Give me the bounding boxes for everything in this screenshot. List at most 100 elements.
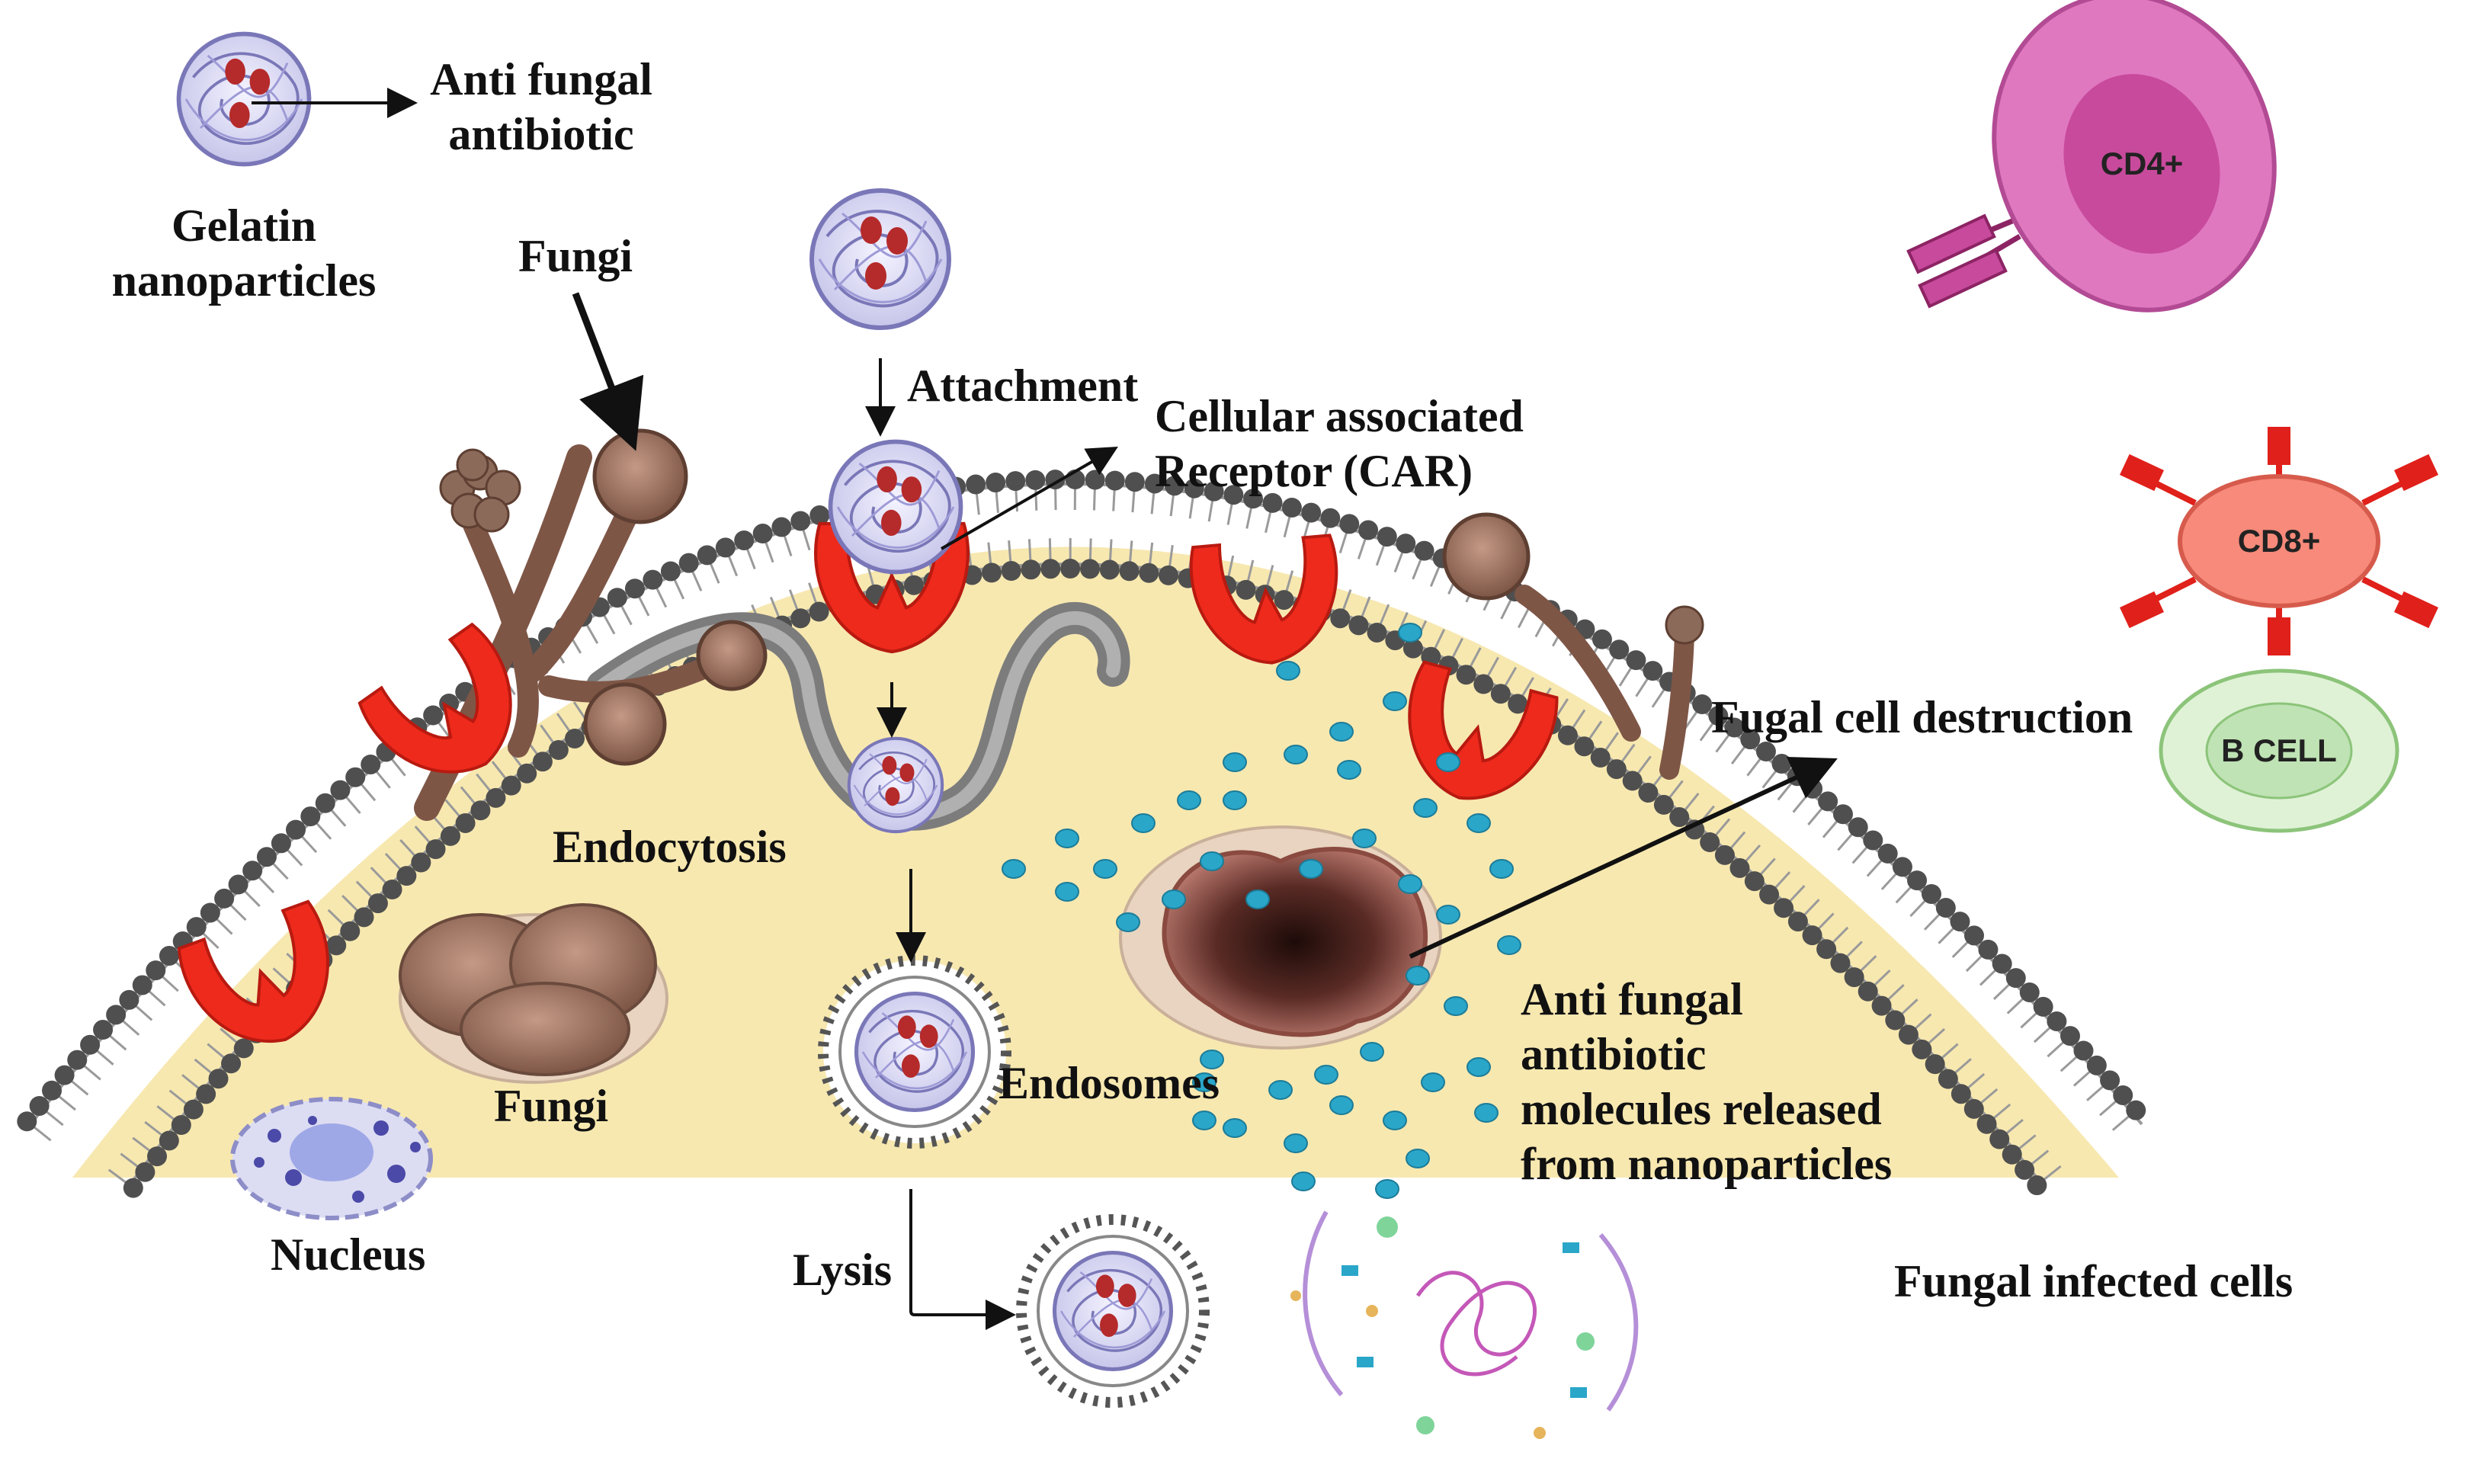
lipid-head <box>1755 741 1776 761</box>
lipid-head <box>986 473 1006 493</box>
label-car-line2: Receptor (CAR) <box>1155 446 1473 496</box>
lipid-head <box>411 852 431 873</box>
lipid-head <box>345 767 366 787</box>
lipid-head <box>17 1111 37 1132</box>
lipid-head <box>470 800 491 821</box>
lipid-head <box>106 1005 127 1025</box>
lipid-head <box>1124 472 1145 492</box>
lipid-head <box>1964 925 1985 946</box>
lipid-head <box>93 1020 114 1040</box>
lipid-head <box>2019 982 2040 1002</box>
lipid-head <box>67 1050 88 1070</box>
antibiotic-molecule <box>1093 859 1117 879</box>
antibiotic-molecule <box>1406 966 1430 986</box>
label-antifungal-antibiotic: Anti fungal antibiotic <box>419 52 663 162</box>
antibiotic-molecule <box>1466 1057 1491 1077</box>
label-fungi-bottom: Fungi <box>494 1081 609 1131</box>
lipid-head <box>809 505 830 526</box>
lipid-head <box>1802 925 1822 946</box>
lipid-head <box>1871 995 1892 1016</box>
lipid-head <box>196 1084 216 1104</box>
lipid-head <box>966 474 986 495</box>
lipid-head <box>1771 754 1792 774</box>
lipid-head <box>1377 527 1397 547</box>
lipid-head <box>2126 1100 2146 1120</box>
lipid-head <box>147 1146 168 1167</box>
lipid-head <box>643 569 663 590</box>
cd4-cell <box>1906 0 2277 313</box>
lipid-head <box>1320 508 1341 528</box>
lipid-head <box>1950 912 1970 932</box>
lipid-head <box>119 989 139 1010</box>
antibiotic-molecule <box>1291 1171 1316 1191</box>
lipid-head <box>752 524 773 544</box>
arrow-destruction <box>1409 756 1838 959</box>
arrow-fungi <box>572 292 644 451</box>
antibiotic-molecule <box>1413 798 1438 818</box>
lipid-head <box>548 739 569 760</box>
antibiotic-molecule <box>1223 1118 1247 1138</box>
lipid-head <box>1729 857 1750 878</box>
lipid-head <box>1025 470 1046 490</box>
lipid-head <box>1692 694 1713 715</box>
lipid-head <box>171 1115 191 1136</box>
label-cd8: CD8+ <box>2237 523 2321 559</box>
destroyed-fungal-cell <box>1119 825 1442 1050</box>
lipid-head <box>1236 579 1256 600</box>
lipid-head <box>2086 1055 2107 1075</box>
endosome <box>823 960 1006 1143</box>
antibiotic-molecule <box>1299 859 1323 879</box>
lipid-head <box>903 575 924 595</box>
lipid-head <box>1005 471 1026 492</box>
antibiotic-molecule <box>1268 1080 1293 1100</box>
arrow-car <box>940 446 1118 550</box>
lipid-head <box>1274 590 1294 611</box>
lipid-head <box>790 608 811 629</box>
antibiotic-molecule <box>1383 691 1407 711</box>
lipid-head <box>1921 883 1941 904</box>
lipid-head <box>159 1130 179 1151</box>
lipid-head <box>208 1069 229 1089</box>
lipid-head <box>1787 912 1808 932</box>
lipid-head <box>42 1080 63 1101</box>
label-car: Cellular associated Receptor (CAR) <box>1155 389 1524 498</box>
lipid-head <box>1912 1039 1932 1059</box>
lipid-head <box>340 921 361 941</box>
antibiotic-molecule <box>1360 1042 1384 1062</box>
lipid-head <box>146 960 166 981</box>
antibiotic-molecule <box>1436 752 1460 772</box>
lipid-head <box>1301 502 1322 523</box>
lipid-head <box>1803 778 1823 799</box>
antibiotic-molecule <box>1474 1103 1499 1123</box>
lipid-head <box>501 775 521 796</box>
lipid-head <box>1992 954 2012 974</box>
lipid-head <box>1700 832 1720 853</box>
antibiotic-molecule <box>1055 882 1079 902</box>
lipid-head <box>1669 807 1690 828</box>
label-fungal-destruction: Fugal cell destruction <box>1711 692 2133 742</box>
lipid-head <box>382 880 402 900</box>
lipid-head <box>2073 1040 2094 1061</box>
lipid-head <box>233 1038 254 1059</box>
lipid-head <box>1104 470 1125 491</box>
lipid-head <box>1144 473 1165 494</box>
antibiotic-molecule <box>1276 661 1300 681</box>
lipid-head <box>1606 759 1627 780</box>
antibiotic-molecule <box>1131 813 1156 833</box>
lipid-head <box>1590 748 1611 768</box>
lipid-head <box>2027 1175 2047 1196</box>
lipid-head <box>1574 736 1595 757</box>
lipid-head <box>1976 1114 1997 1134</box>
lipid-head <box>1557 725 1578 745</box>
lipid-head <box>214 888 235 909</box>
cd8-cell <box>2120 427 2438 655</box>
label-gelatin-nanoparticles: Gelatin nanoparticles <box>99 198 389 308</box>
lipid-head <box>200 902 220 923</box>
lipid-head <box>425 839 446 860</box>
antibiotic-molecule <box>1314 1065 1338 1085</box>
lipid-head <box>1989 1129 2010 1149</box>
lipid-head <box>1951 1084 1971 1104</box>
label-nucleus: Nucleus <box>271 1229 426 1280</box>
lipid-head <box>2060 1026 2080 1046</box>
